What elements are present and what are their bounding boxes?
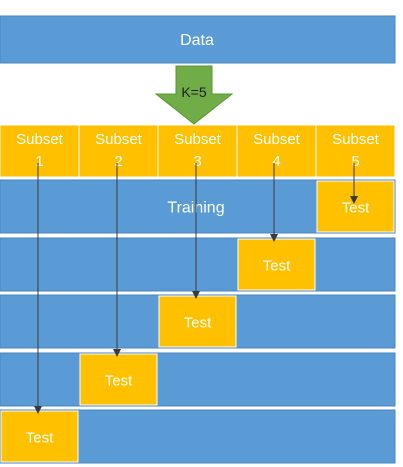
- fold-2-test-box: [237, 238, 316, 291]
- fold-1-test-label: Test: [342, 200, 370, 217]
- subset-4-name: Subset: [253, 131, 301, 148]
- subset-2-name: Subset: [95, 131, 143, 148]
- fold-4-training-bar: [0, 352, 396, 407]
- data-label: Data: [180, 32, 214, 49]
- subset-5-name: Subset: [332, 131, 380, 148]
- subset-1-index: 1: [35, 153, 43, 170]
- subset-5-box: [315, 124, 396, 178]
- subset-1-name: Subset: [16, 131, 64, 148]
- fold-arrows: [34, 163, 358, 414]
- split-label: K=5: [181, 84, 207, 100]
- subset-2-box: [78, 124, 159, 178]
- subset-4-box: [236, 124, 317, 178]
- fold-3-test-box: [158, 295, 237, 348]
- fold-1-test-box: [316, 180, 395, 233]
- subset-3-name: Subset: [174, 131, 222, 148]
- fold-4-test-box: [79, 353, 158, 406]
- fold-2-training-bar: [0, 237, 396, 292]
- data-bar: [0, 15, 396, 64]
- subset-4-index: 4: [272, 153, 280, 170]
- subset-5-index: 5: [351, 153, 359, 170]
- split-arrow-shape: [154, 65, 234, 125]
- fold-5-test-label: Test: [26, 430, 54, 447]
- fold-3-test-label: Test: [184, 315, 212, 332]
- subset-1-box: [0, 124, 80, 178]
- fold-2-test-label: Test: [263, 258, 291, 275]
- subset-2-index: 2: [114, 153, 122, 170]
- fold-4-test-label: Test: [105, 373, 133, 390]
- subsets-row: Subset 1 Subset 2 Subset 3 Subset 4 Subset 5: [0, 124, 396, 178]
- subset-3-box: [157, 124, 238, 178]
- subset-3-index: 3: [193, 153, 201, 170]
